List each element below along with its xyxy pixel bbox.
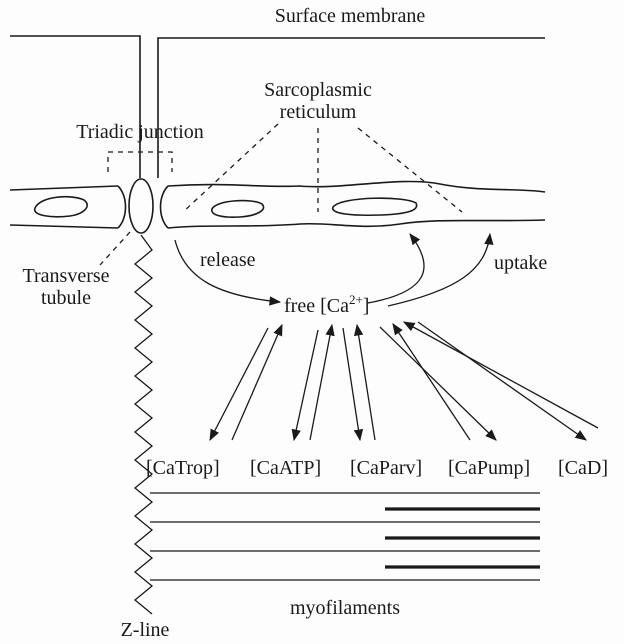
free-calcium-suffix: ] (363, 295, 370, 317)
arrow-trop-up (231, 323, 283, 441)
free-calcium-label: free [Ca2+] (284, 292, 369, 317)
sr-membrane-bottom (9, 219, 546, 229)
z-line-label: Z-line (121, 619, 170, 641)
triad-left-cap (117, 185, 127, 229)
surface-membrane-label: Surface membrane (275, 5, 426, 27)
complex-catrop: [CaTrop] (146, 457, 220, 479)
complex-capump: [CaPump] (448, 457, 530, 479)
arrow-parv-up (354, 323, 376, 441)
surface-membrane-right (157, 37, 545, 178)
uptake-arrow-2 (387, 232, 494, 307)
sarcoplasmic-label-line2: reticulum (280, 101, 357, 123)
sr-cisterna-3 (332, 197, 418, 217)
arrow-pump-up (392, 323, 471, 441)
sarcoplasmic-label-line1: Sarcoplasmic (264, 79, 372, 101)
free-calcium-superscript: 2+ (349, 292, 363, 307)
arrow-atp-down (291, 329, 319, 442)
free-calcium-prefix: free [Ca (284, 295, 349, 317)
arrow-parv-down (342, 327, 364, 442)
arrow-cad-up (402, 321, 599, 429)
sr-cisterna-2 (211, 199, 265, 218)
myofilaments (150, 492, 540, 581)
transverse-label-line2: tubule (41, 287, 91, 309)
myofilaments-label: myofilaments (290, 597, 400, 619)
uptake-arrow-1 (367, 233, 425, 304)
complex-cad: [CaD] (558, 457, 608, 479)
z-line-zigzag (133, 234, 154, 615)
arrow-cad-down (417, 321, 587, 441)
arrow-pump-down (379, 326, 497, 441)
triadic-junction-bracket (107, 151, 173, 172)
triadic-junction-label: Triadic junction (76, 121, 204, 143)
sr-pointer-left (182, 123, 279, 213)
binding-arrows (209, 321, 599, 442)
release-label: release (200, 249, 256, 271)
surface-membrane-left (10, 35, 141, 178)
complex-caatp: [CaATP] (250, 457, 321, 479)
transverse-label-line1: Transverse (22, 265, 109, 287)
t-tubule-pointer (99, 231, 131, 266)
arrow-trop-down (209, 327, 269, 442)
sr-cisterna-1 (34, 195, 88, 218)
arrow-atp-up (309, 323, 335, 441)
uptake-label: uptake (494, 252, 547, 274)
t-tubule-cross-section (128, 178, 154, 234)
triad-right-cap (159, 185, 169, 229)
release-arrow (174, 239, 282, 306)
complex-caparv: [CaParv] (350, 457, 422, 479)
sr-membrane-top (9, 180, 546, 193)
sr-pointer-right (357, 127, 463, 213)
